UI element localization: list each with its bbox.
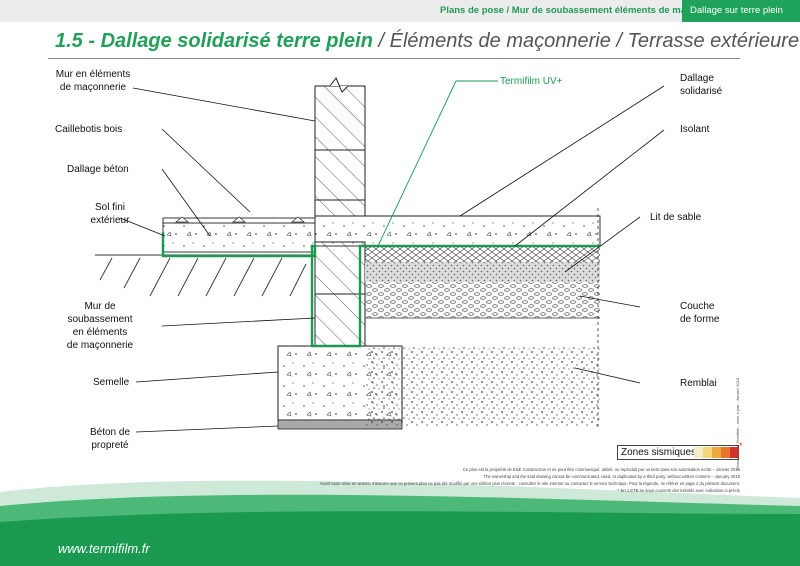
seismic-zone-cell bbox=[703, 447, 712, 458]
breadcrumb[interactable]: Plans de pose / Mur de soubassement élém… bbox=[440, 5, 726, 16]
label-caillebotis: Caillebotis bois bbox=[55, 124, 123, 135]
footnote-4: * En 1 ETB se sous couverts des intitulé… bbox=[617, 488, 740, 493]
label-remblai: Remblai bbox=[680, 378, 717, 389]
seismic-star: * bbox=[739, 441, 743, 451]
label-lit-de-sable: Lit de sable bbox=[650, 212, 702, 223]
exterior-slab bbox=[162, 216, 316, 253]
label-dallage-beton: Dallage béton bbox=[67, 164, 129, 175]
termifilm-leader-2 bbox=[377, 80, 457, 247]
seismic-zones-box: Zones sismiques bbox=[617, 445, 739, 460]
leader-lines bbox=[119, 85, 665, 433]
title-number: 1.5 - bbox=[55, 30, 96, 52]
title-sub: / Éléments de maçonnerie / Terrasse exté… bbox=[378, 30, 800, 52]
interior-layers bbox=[314, 215, 601, 426]
title-rule bbox=[48, 58, 740, 59]
label-semelle: Semelle bbox=[93, 377, 130, 388]
seismic-zones-label: Zones sismiques bbox=[621, 447, 697, 458]
breadcrumb-active[interactable]: Dallage sur terre plein bbox=[682, 0, 800, 22]
footer-swoosh bbox=[0, 480, 800, 566]
seismic-zone-cell bbox=[712, 447, 721, 458]
side-note: Plans de pose Termifilm - mise à jour - … bbox=[735, 378, 740, 470]
seismic-zone-cell bbox=[694, 447, 703, 458]
label-isolant: Isolant bbox=[680, 124, 710, 135]
seismic-zone-cell bbox=[721, 447, 730, 458]
foundation-wall bbox=[314, 241, 366, 347]
label-termifilm: Termifilm UV+ bbox=[500, 76, 563, 87]
termifilm-membrane bbox=[161, 232, 600, 348]
masonry-wall bbox=[314, 77, 366, 217]
ground-lines bbox=[95, 254, 315, 297]
title-main: Dallage solidarisé terre plein bbox=[100, 30, 373, 52]
website-link[interactable]: www.termifilm.fr bbox=[58, 541, 150, 556]
footnote-3: Avant toute mise en œuvre, s'assurer que… bbox=[319, 481, 740, 486]
header-bar bbox=[0, 0, 800, 22]
seismic-zone-cell bbox=[730, 447, 739, 458]
footnote-1: Ce plan est la propriété de E&E Construc… bbox=[462, 467, 740, 472]
page-title: 1.5 - Dallage solidarisé terre plein / É… bbox=[55, 30, 799, 53]
footnote-2: The ownership and the said drawing canno… bbox=[483, 474, 740, 479]
